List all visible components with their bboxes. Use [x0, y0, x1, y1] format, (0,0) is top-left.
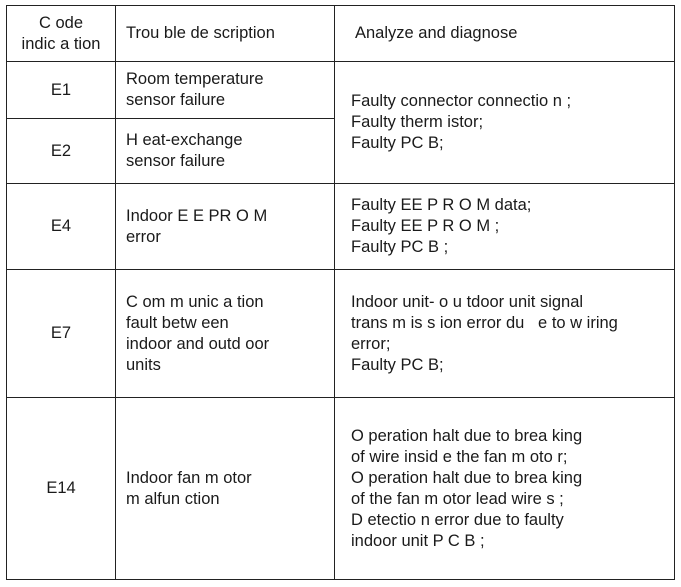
description-e7-line4: units: [126, 355, 161, 374]
diagnosis-e7-line2: trans m is s ion error du e to w iring: [351, 313, 618, 332]
description-e14-line2: m alfun ction: [126, 489, 220, 508]
diagnosis-e4-line2: Faulty EE P R O M ;: [351, 217, 500, 235]
diagnosis-e1e2-line3: Faulty PC B;: [351, 134, 444, 152]
description-e2-line2: sensor failure: [126, 152, 226, 170]
header-diagnosis-label: Analyze and diagnose: [355, 24, 518, 42]
diagnosis-e14-line5: D etectio n error due to faulty: [351, 510, 564, 529]
trouble-code-table: C ode indic a tion Trou ble de scription…: [6, 5, 675, 580]
code-cell-e7: E7: [6, 269, 116, 398]
table-row-e1: E1 Room temperature sensor failure Fault…: [6, 61, 675, 184]
diagnosis-e14-line4: of the fan m otor lead wire s ;: [351, 489, 564, 508]
table-header-row: C ode indic a tion Trou ble de scription…: [6, 5, 675, 62]
diagnosis-e7-line3: error;: [351, 334, 391, 353]
header-trouble-description: Trou ble de scription: [115, 5, 335, 62]
table-row-e14: E14 Indoor fan m otor m alfun ction O pe…: [6, 397, 675, 580]
description-e2-line1: H eat-exchange: [126, 131, 243, 149]
header-code-line1: C ode: [38, 13, 84, 32]
code-cell-e4: E4: [6, 183, 116, 270]
code-cell-e1: E1: [6, 61, 116, 119]
description-e1-line1: Room temperature: [126, 70, 264, 88]
code-cell-e14: E14: [6, 397, 116, 580]
table-row-e7: E7 C om m unic a tion fault betw een ind…: [6, 269, 675, 398]
table-row-e2: E2 H eat-exchange sensor failure: [6, 118, 675, 184]
description-e4-line2: error: [126, 227, 161, 246]
description-e7-line2: fault betw een: [126, 313, 229, 332]
diagnosis-cell-e7: Indoor unit- o u tdoor unit signal trans…: [334, 269, 675, 398]
diagnosis-cell-e14: O peration halt due to brea king of wire…: [334, 397, 675, 580]
description-cell-e1: Room temperature sensor failure: [115, 61, 335, 119]
diagnosis-e1e2-line2: Faulty therm istor;: [351, 113, 484, 131]
table-row-e4: E4 Indoor E E PR O M error Faulty EE P R…: [6, 183, 675, 270]
diagnosis-cell-e1-e2: Faulty connector connectio n ; Faulty th…: [334, 61, 675, 184]
diagnosis-cell-e4: Faulty EE P R O M data; Faulty EE P R O …: [334, 183, 675, 270]
description-cell-e2: H eat-exchange sensor failure: [115, 118, 335, 184]
description-e7-line3: indoor and outd oor: [126, 334, 270, 353]
diagnosis-e14-line3: O peration halt due to brea king: [351, 468, 583, 487]
diagnosis-e7-line4: Faulty PC B;: [351, 355, 444, 374]
code-cell-e2: E2: [6, 118, 116, 184]
diagnosis-e7-line1: Indoor unit- o u tdoor unit signal: [351, 292, 584, 311]
description-cell-e7: C om m unic a tion fault betw een indoor…: [115, 269, 335, 398]
description-cell-e4: Indoor E E PR O M error: [115, 183, 335, 270]
diagnosis-e14-line6: indoor unit P C B ;: [351, 531, 485, 550]
description-e1-line2: sensor failure: [126, 91, 226, 109]
description-cell-e14: Indoor fan m otor m alfun ction: [115, 397, 335, 580]
header-analyze-diagnose: Analyze and diagnose: [334, 5, 675, 62]
header-code-indication: C ode indic a tion: [6, 5, 116, 62]
diagnosis-e1e2-line1: Faulty connector connectio n ;: [351, 92, 572, 110]
header-description-label: Trou ble de scription: [126, 24, 275, 42]
diagnosis-e4-line3: Faulty PC B ;: [351, 238, 449, 256]
header-code-line2: indic a tion: [21, 34, 101, 53]
description-e14-line1: Indoor fan m otor: [126, 468, 252, 487]
diagnosis-e14-line1: O peration halt due to brea king: [351, 426, 583, 445]
diagnosis-e4-line1: Faulty EE P R O M data;: [351, 196, 532, 214]
description-e4-line1: Indoor E E PR O M: [126, 206, 268, 225]
description-e7-line1: C om m unic a tion: [126, 292, 264, 311]
diagnosis-e14-line2: of wire insid e the fan m oto r;: [351, 447, 568, 466]
